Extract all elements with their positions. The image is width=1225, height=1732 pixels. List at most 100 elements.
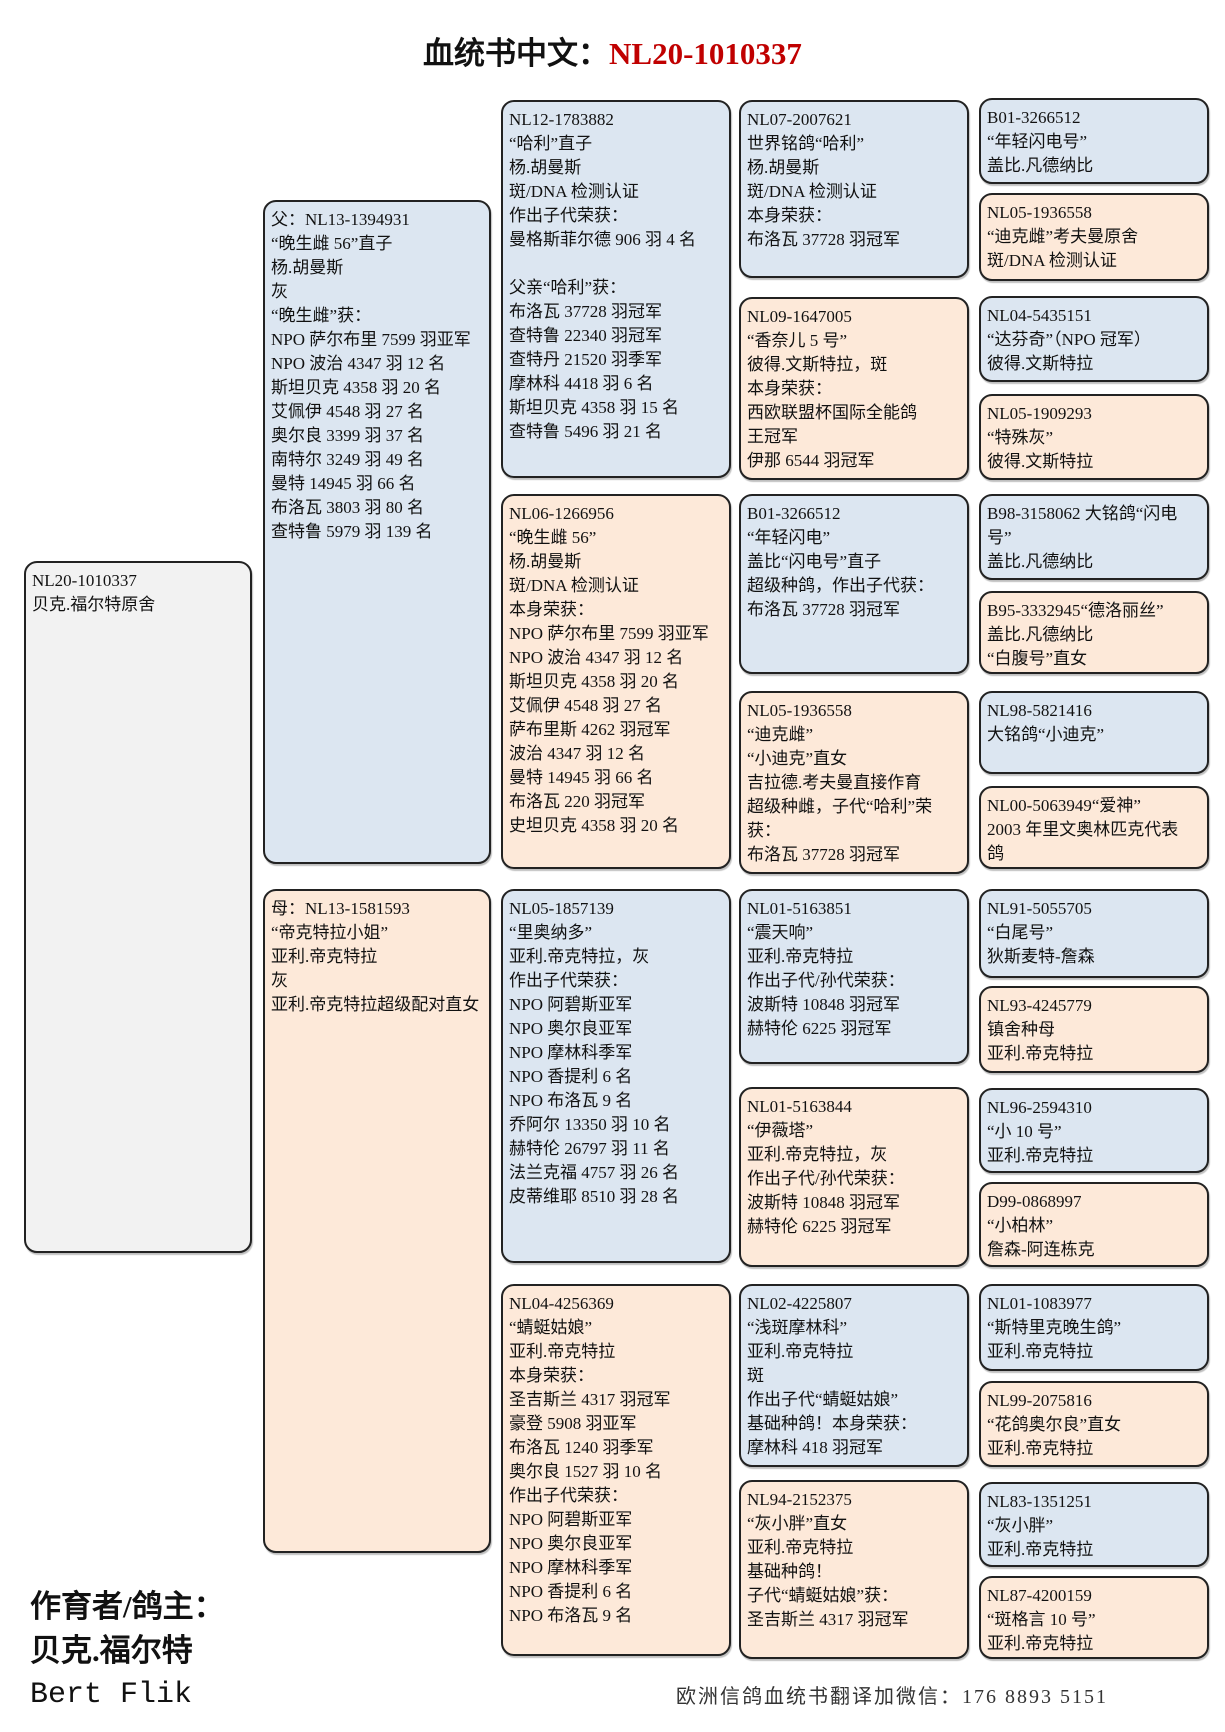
pedigree-line: 艾佩伊 4548 羽 27 名 [509, 696, 662, 715]
pedigree-line: “花鸽奥尔良”直女 [987, 1415, 1122, 1434]
pedigree-line: 获： [747, 821, 781, 840]
pedigree-line: 艾佩伊 4548 羽 27 名 [271, 402, 424, 421]
ring-number: NL87-4200159 [987, 1586, 1092, 1605]
pedigree-line: NPO 阿碧斯亚军 [509, 995, 633, 1014]
ring-number: NL01-5163851 [747, 899, 852, 918]
pedigree-line: 波治 4347 羽 12 名 [509, 744, 645, 763]
pedigree-line: 作出子代荣获： [509, 206, 628, 225]
pedigree-line: NPO 波治 4347 羽 12 名 [509, 648, 684, 667]
pedigree-line: NPO 布洛瓦 9 名 [509, 1606, 633, 1625]
pedigree-line: 赫特伦 6225 羽冠军 [747, 1019, 892, 1038]
pedigree-line: 波斯特 10848 羽冠军 [747, 995, 900, 1014]
pedigree-line: 亚利.帝克特拉 [987, 1634, 1094, 1653]
ring-number: NL93-4245779 [987, 996, 1092, 1015]
pedigree-box-dds: NL02-4225807“浅斑摩林科”亚利.帝克特拉斑作出子代“蜻蜓姑娘”基础种… [739, 1284, 969, 1467]
pedigree-line: “晚生雌 56”直子 [271, 234, 393, 253]
pedigree-line: 赫特伦 26797 羽 11 名 [509, 1139, 670, 1158]
pedigree-box-sds: B01-3266512“年轻闪电”盖比“闪电号”直子超级种鸽，作出子代获：布洛瓦… [739, 494, 969, 674]
pedigree-line: 布洛瓦 37728 羽冠军 [509, 302, 662, 321]
pedigree-line: 斑/DNA 检测认证 [509, 576, 639, 595]
ring-number: NL94-2152375 [747, 1490, 852, 1509]
pedigree-box-dam: 母：NL13-1581593“帝克特拉小姐”亚利.帝克特拉灰亚利.帝克特拉超级配… [263, 889, 491, 1553]
pedigree-box-gen4-16: NL87-4200159“斑格言 10 号”亚利.帝克特拉 [979, 1576, 1209, 1659]
pedigree-line: 查特丹 21520 羽季军 [509, 350, 662, 369]
pedigree-line: 亚利.帝克特拉 [747, 1342, 854, 1361]
ring-number: D99-0868997 [987, 1192, 1082, 1211]
pedigree-line: 豪登 5908 羽亚军 [509, 1414, 637, 1433]
ring-number: NL00-5063949“爱神” [987, 796, 1141, 815]
ring-number: NL06-1266956 [509, 504, 614, 523]
pedigree-line: “哈利”直子 [509, 134, 593, 153]
pedigree-line: 作出子代/孙代荣获： [747, 1169, 905, 1188]
breeder-name-cn: 贝克.福尔特 [30, 1633, 193, 1668]
pedigree-line: 超级种鸽，作出子代获： [747, 576, 934, 595]
pedigree-line: 本身荣获： [747, 379, 832, 398]
pedigree-line: 亚利.帝克特拉 [271, 947, 378, 966]
pedigree-line: 斯坦贝克 4358 羽 20 名 [271, 378, 441, 397]
pedigree-line: 曼特 14945 羽 66 名 [271, 474, 416, 493]
pedigree-line: NPO 波治 4347 羽 12 名 [271, 354, 446, 373]
pedigree-box-gen4-1: B01-3266512“年轻闪电号”盖比.凡德纳比 [979, 98, 1209, 184]
pedigree-line: 杨.胡曼斯 [509, 158, 582, 177]
pedigree-line: 奥尔良 3399 羽 37 名 [271, 426, 424, 445]
pedigree-line: 本身荣获： [509, 1366, 594, 1385]
ring-number: NL04-5435151 [987, 306, 1092, 325]
breeder-info: 作育者/鸽主： 贝克.福尔特 Bert Flik [30, 1585, 225, 1717]
pedigree-line: 圣吉斯兰 4317 羽冠军 [747, 1610, 909, 1629]
pedigree-line: 亚利.帝克特拉 [987, 1044, 1094, 1063]
ring-number: NL96-2594310 [987, 1098, 1092, 1117]
pedigree-line: “帝克特拉小姐” [271, 923, 389, 942]
pedigree-line: 亚利.帝克特拉 [987, 1540, 1094, 1559]
pedigree-line: 亚利.帝克特拉 [747, 947, 854, 966]
pedigree-line: 皮蒂维耶 8510 羽 28 名 [509, 1187, 679, 1206]
pedigree-line: “特殊灰” [987, 428, 1054, 447]
title-prefix: 血统书中文： [423, 36, 610, 71]
pedigree-line: 奥尔良 1527 羽 10 名 [509, 1462, 662, 1481]
pedigree-box-gen4-3: NL04-5435151“达芬奇”（NPO 冠军）彼得.文斯特拉 [979, 296, 1209, 382]
pedigree-line: NPO 摩林科季军 [509, 1558, 633, 1577]
pedigree-line: 2003 年里文奥林匹克代表 [987, 820, 1179, 839]
pedigree-line: 布洛瓦 37728 羽冠军 [747, 230, 900, 249]
pedigree-line: 彼得.文斯特拉 [987, 452, 1094, 471]
pedigree-line: “小迪克”直女 [747, 749, 848, 768]
pedigree-box-ssd: NL09-1647005“香奈儿 5 号”彼得.文斯特拉，斑本身荣获：西欧联盟杯… [739, 297, 969, 480]
pedigree-line: 查特鲁 22340 羽冠军 [509, 326, 662, 345]
pedigree-line: “晚生雌”获： [271, 306, 372, 325]
pedigree-line: “小柏林” [987, 1216, 1054, 1235]
pedigree-line: “灰小胖” [987, 1516, 1054, 1535]
pedigree-line: “浅斑摩林科” [747, 1318, 848, 1337]
pedigree-line: “伊薇塔” [747, 1121, 814, 1140]
pedigree-line: 亚利.帝克特拉，灰 [747, 1145, 888, 1164]
pedigree-box-gen4-4: NL05-1909293“特殊灰”彼得.文斯特拉 [979, 394, 1209, 480]
pedigree-box-sire-dam: NL06-1266956“晚生雌 56”杨.胡曼斯斑/DNA 检测认证本身荣获：… [501, 494, 731, 869]
pedigree-line: 詹森-阿连栋克 [987, 1240, 1095, 1259]
pedigree-line: NPO 阿碧斯亚军 [509, 1510, 633, 1529]
pedigree-line: “蜻蜓姑娘” [509, 1318, 593, 1337]
pedigree-line: 盖比“闪电号”直子 [747, 552, 882, 571]
ring-number: NL01-5163844 [747, 1097, 852, 1116]
pedigree-line: 杨.胡曼斯 [747, 158, 820, 177]
pedigree-line: 狄斯麦特-詹森 [987, 947, 1095, 966]
pedigree-line: 本身荣获： [509, 600, 594, 619]
pedigree-line: “斯特里克晚生鸽” [987, 1318, 1122, 1337]
pedigree-line: NPO 萨尔布里 7599 羽亚军 [509, 624, 709, 643]
pedigree-line: 灰 [271, 282, 288, 301]
pedigree-line: 大铭鸽“小迪克” [987, 725, 1105, 744]
pedigree-line: 布洛瓦 1240 羽季军 [509, 1438, 654, 1457]
pedigree-line: 灰 [271, 971, 288, 990]
ring-number: NL91-5055705 [987, 899, 1092, 918]
pedigree-line: 布洛瓦 3803 羽 80 名 [271, 498, 424, 517]
ring-number: NL05-1936558 [987, 203, 1092, 222]
pedigree-line: “白腹号”直女 [987, 649, 1088, 668]
pedigree-line: “晚生雌 56” [509, 528, 597, 547]
ring-number: B98-3158062 大铭鸽“闪电 [987, 504, 1178, 523]
pedigree-line: 摩林科 418 羽冠军 [747, 1438, 883, 1457]
pedigree-box-gen4-5: B98-3158062 大铭鸽“闪电号”盖比.凡德纳比 [979, 494, 1209, 580]
pedigree-line: 赫特伦 6225 羽冠军 [747, 1217, 892, 1236]
pedigree-line: 波斯特 10848 羽冠军 [747, 1193, 900, 1212]
pedigree-line: 史坦贝克 4358 羽 20 名 [509, 816, 679, 835]
pedigree-line: NPO 奥尔良亚军 [509, 1019, 633, 1038]
pedigree-box-sire-sire: NL12-1783882“哈利”直子杨.胡曼斯斑/DNA 检测认证作出子代荣获：… [501, 100, 731, 478]
translation-contact: 欧洲信鸽血统书翻译加微信：176 8893 5151 [676, 1686, 1108, 1708]
